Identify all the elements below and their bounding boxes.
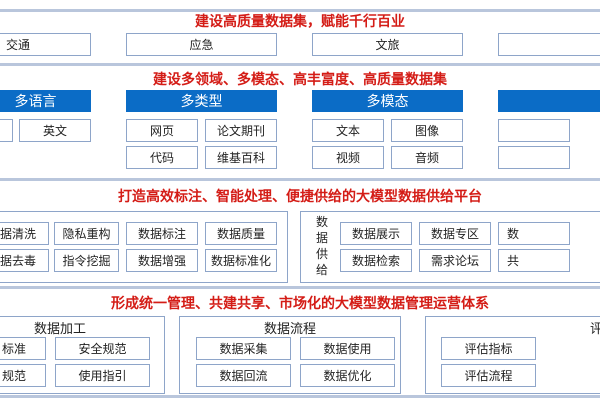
section1-title: 建设高质量数据集，赋能千行百业 xyxy=(195,14,405,30)
flow-group xyxy=(179,316,401,394)
item-box: 规范 xyxy=(0,364,46,387)
industry-box: 交通 xyxy=(0,33,91,56)
item-box: 据去毒 xyxy=(0,249,49,272)
item-box: 数据质量 xyxy=(205,222,277,245)
item-box: 英文 xyxy=(19,119,91,142)
item-box: 数据标准化 xyxy=(205,249,277,272)
supply-group xyxy=(300,211,600,283)
industry-box: 文旅 xyxy=(312,33,463,56)
section2-title: 建设多领域、多模态、高丰富度、高质量数据集 xyxy=(153,72,447,88)
item-box: 评估指标 xyxy=(441,337,536,360)
divider xyxy=(0,286,600,289)
processing-group xyxy=(0,211,288,283)
item-box: 评估流程 xyxy=(441,364,536,387)
item-box: 代码 xyxy=(126,146,198,169)
item-box: 据清洗 xyxy=(0,222,49,245)
item-box: 数据增强 xyxy=(126,249,198,272)
divider xyxy=(0,178,600,181)
item-box xyxy=(0,119,13,142)
supply-label: 数据供给 xyxy=(314,214,330,278)
supply-label-char: 供 xyxy=(315,247,328,261)
item-box: 标准 xyxy=(0,337,46,360)
item-box: 安全规范 xyxy=(55,337,150,360)
item-box: 视频 xyxy=(312,146,384,169)
category-header: 多模态 xyxy=(312,90,463,112)
section3-title: 打造高效标注、智能处理、便捷供给的大模型数据供给平台 xyxy=(118,189,482,205)
industry-box xyxy=(498,33,600,56)
item-box: 数据展示 xyxy=(340,222,412,245)
divider xyxy=(0,63,600,66)
supply-label-char: 数 xyxy=(315,215,328,229)
item-box xyxy=(498,146,570,169)
item-box: 使用指引 xyxy=(55,364,150,387)
item-box: 数据专区 xyxy=(419,222,491,245)
item-box: 指令挖掘 xyxy=(54,249,119,272)
category-header: 多类型 xyxy=(126,90,277,112)
item-box: 图像 xyxy=(391,119,463,142)
category-header xyxy=(498,90,600,112)
item-box: 维基百科 xyxy=(205,146,277,169)
item-box: 论文期刊 xyxy=(205,119,277,142)
supply-label-char: 给 xyxy=(315,263,328,277)
item-box: 网页 xyxy=(126,119,198,142)
item-box: 数据优化 xyxy=(300,364,395,387)
item-box: 隐私重构 xyxy=(54,222,119,245)
item-box xyxy=(498,119,570,142)
divider xyxy=(0,395,600,398)
item-box: 共 xyxy=(498,249,570,272)
item-box: 音频 xyxy=(391,146,463,169)
evaluation-group xyxy=(425,316,600,394)
item-box: 数据使用 xyxy=(300,337,395,360)
processing-mgmt-group xyxy=(0,316,165,394)
group-title: 评 xyxy=(590,322,600,337)
item-box: 文本 xyxy=(312,119,384,142)
item-box: 数 xyxy=(498,222,570,245)
industry-box: 应急 xyxy=(126,33,277,56)
item-box: 数据检索 xyxy=(340,249,412,272)
item-box: 数据回流 xyxy=(196,364,291,387)
group-title: 数据流程 xyxy=(263,322,316,337)
category-header: 多语言 xyxy=(0,90,91,112)
item-box: 数据采集 xyxy=(196,337,291,360)
group-title: 数据加工 xyxy=(33,322,86,337)
section4-title: 形成统一管理、共建共享、市场化的大模型数据管理运营体系 xyxy=(111,296,489,312)
divider xyxy=(0,9,600,12)
item-box: 数据标注 xyxy=(126,222,198,245)
supply-label-char: 据 xyxy=(315,231,328,245)
item-box: 需求论坛 xyxy=(419,249,491,272)
